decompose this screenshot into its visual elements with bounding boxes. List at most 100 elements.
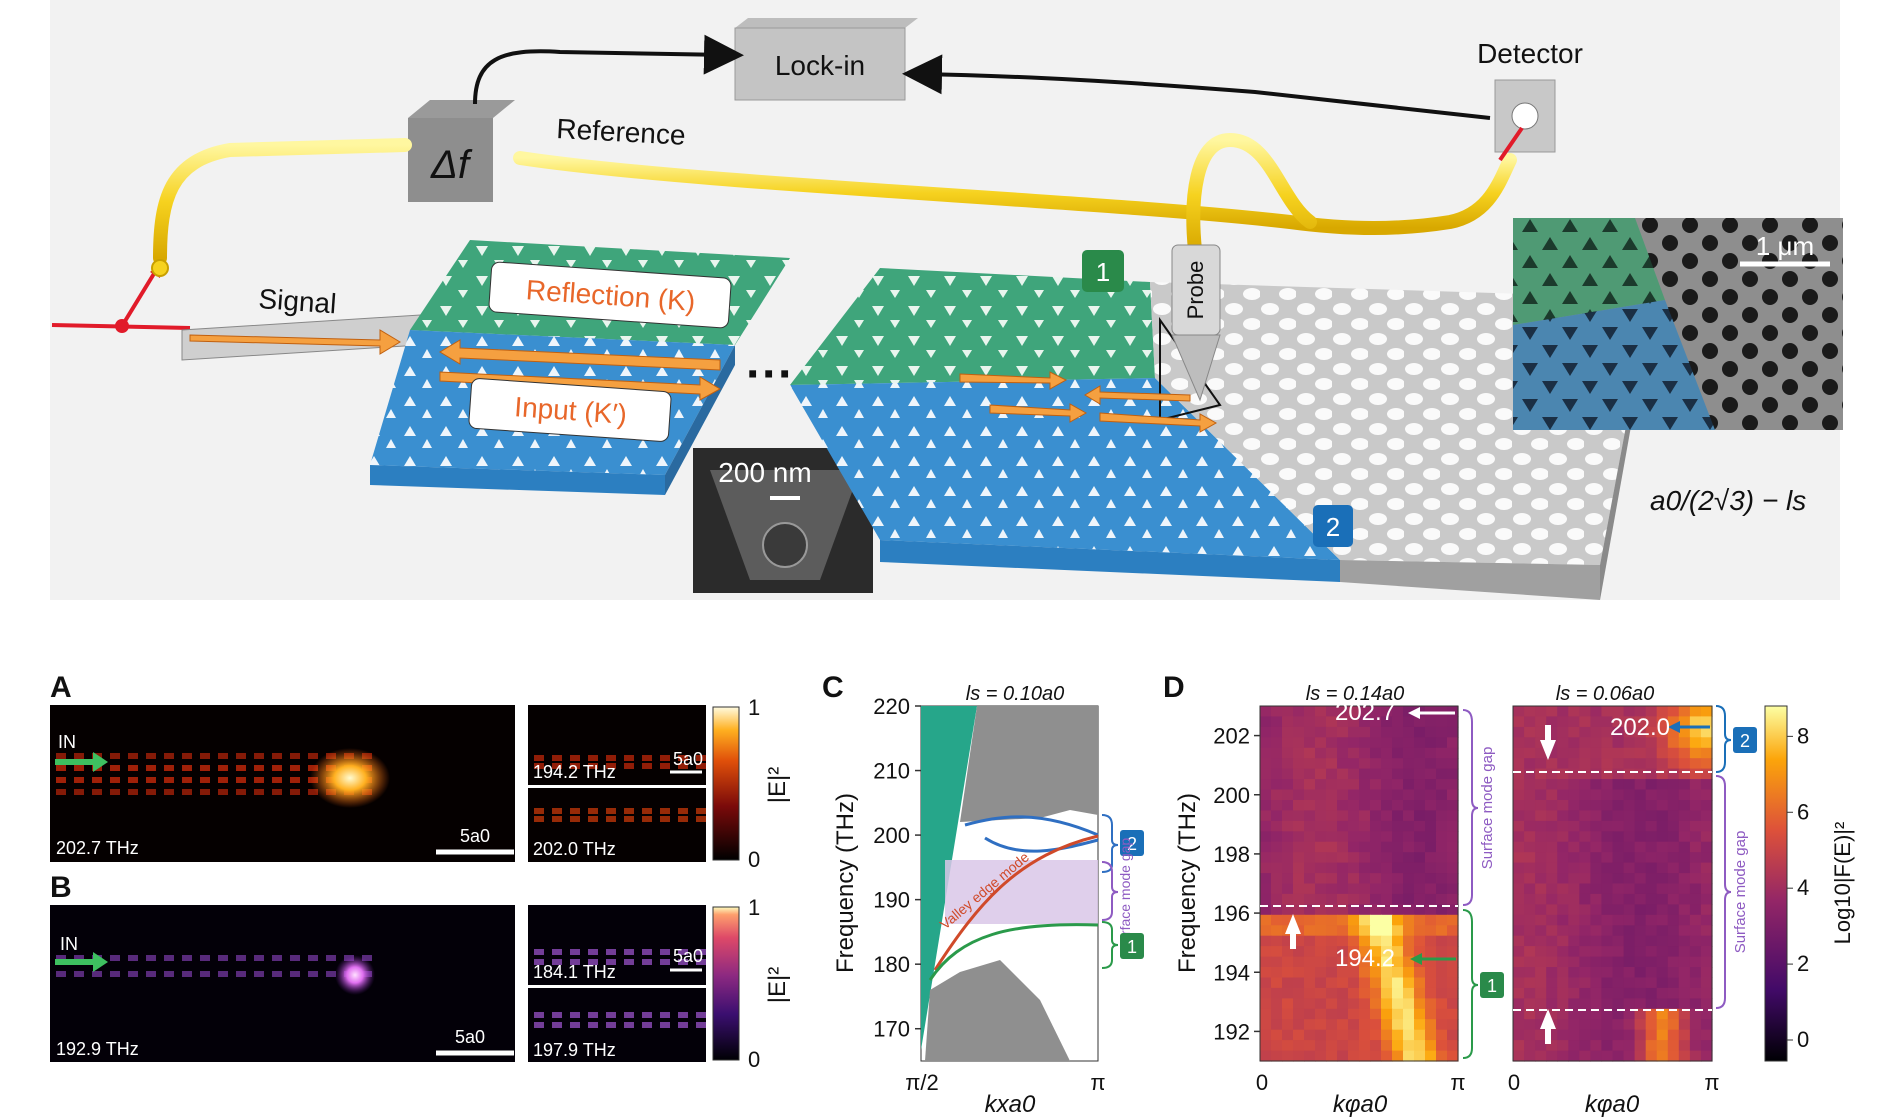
heatmap-cell bbox=[1304, 737, 1316, 749]
heatmap-cell bbox=[1678, 779, 1691, 791]
heatmap-cell bbox=[1403, 1008, 1415, 1020]
field-speckle bbox=[290, 955, 300, 961]
heatmap-cell bbox=[1425, 800, 1437, 811]
heatmap-cell bbox=[1414, 977, 1426, 989]
heatmap-cell bbox=[1282, 914, 1294, 926]
heatmap-cell bbox=[1271, 873, 1283, 885]
heatmap-cell bbox=[1403, 893, 1415, 905]
heatmap-cell bbox=[1689, 1019, 1702, 1031]
heatmap-cell bbox=[1557, 758, 1569, 770]
heatmap-cell bbox=[1667, 789, 1680, 801]
panel-d: D ls = 0.14a0 ls = 0.06a0 202.7 194.2 20… bbox=[1163, 671, 1855, 1118]
heatmap-cell bbox=[1315, 726, 1327, 738]
heatmap-cell bbox=[1359, 893, 1371, 905]
heatmap-cell bbox=[1260, 873, 1272, 885]
heatmap-cell bbox=[1370, 1019, 1382, 1031]
heatmap-cell bbox=[1271, 820, 1283, 832]
heatmap-cell bbox=[1282, 1019, 1294, 1031]
heatmap-cell bbox=[1601, 852, 1614, 864]
heatmap-cell bbox=[1601, 1029, 1614, 1041]
heatmap-cell bbox=[1436, 914, 1448, 926]
field-speckle bbox=[642, 816, 652, 822]
field-speckle bbox=[678, 1012, 688, 1018]
heatmap-cell bbox=[1447, 977, 1459, 989]
heatmap-cell bbox=[1590, 987, 1603, 999]
heatmap-cell bbox=[1271, 716, 1283, 728]
heatmap-cell bbox=[1337, 873, 1349, 885]
heatmap-cell bbox=[1513, 967, 1525, 978]
heatmap-cell bbox=[1513, 1050, 1525, 1062]
d-val-mid-left: 194.2 bbox=[1335, 945, 1395, 972]
heatmap-cell bbox=[1678, 1008, 1691, 1020]
heatmap-cell bbox=[1293, 1019, 1305, 1031]
heatmap-cell bbox=[1425, 779, 1437, 791]
heatmap-cell bbox=[1403, 956, 1415, 968]
heatmap-cell bbox=[1656, 768, 1669, 780]
heatmap-cell bbox=[1436, 726, 1448, 738]
field-speckle bbox=[200, 765, 210, 771]
heatmap-cell bbox=[1315, 925, 1327, 937]
heatmap-cell bbox=[1689, 779, 1702, 791]
field-speckle bbox=[660, 808, 670, 814]
heatmap-cell bbox=[1348, 998, 1360, 1010]
heatmap-cell bbox=[1568, 873, 1580, 885]
field-speckle bbox=[164, 971, 174, 977]
heatmap-cell bbox=[1557, 789, 1569, 801]
heatmap-cell bbox=[1513, 998, 1525, 1010]
heatmap-cell bbox=[1656, 873, 1669, 885]
field-speckle bbox=[570, 816, 580, 822]
heatmap-cell bbox=[1656, 726, 1669, 738]
heatmap-cell bbox=[1337, 779, 1349, 791]
heatmap-cell bbox=[1623, 1029, 1636, 1041]
panel-c-ylabel: Frequency (THz) bbox=[832, 793, 859, 973]
heatmap-cell bbox=[1678, 998, 1691, 1010]
heatmap-cell bbox=[1425, 1029, 1437, 1041]
heatmap-cell bbox=[1656, 706, 1669, 717]
heatmap-cell bbox=[1590, 977, 1603, 989]
d-left-gap-label: Surface mode gap bbox=[1479, 747, 1496, 870]
heatmap-cell bbox=[1381, 779, 1393, 791]
heatmap-cell bbox=[1601, 726, 1614, 738]
heatmap-cell bbox=[1403, 935, 1415, 947]
heatmap-cell bbox=[1590, 800, 1603, 811]
heatmap-cell bbox=[1700, 747, 1713, 759]
heatmap-cell bbox=[1623, 1040, 1636, 1052]
heatmap-cell bbox=[1392, 925, 1404, 937]
reflection-label-box: Reflection (K) bbox=[488, 261, 732, 329]
heatmap-cell bbox=[1381, 967, 1393, 978]
heatmap-cell bbox=[1700, 758, 1713, 770]
heatmap-cell bbox=[1645, 956, 1658, 968]
heatmap-cell bbox=[1513, 1019, 1525, 1031]
heatmap-cell bbox=[1392, 747, 1404, 759]
band-green bbox=[928, 923, 1099, 981]
field-speckle bbox=[534, 816, 544, 822]
heatmap-cell bbox=[1282, 1050, 1294, 1062]
field-speckle bbox=[200, 753, 210, 759]
panel-c-gap-label: Surface mode gap bbox=[1117, 838, 1133, 953]
heatmap-cell bbox=[1678, 873, 1691, 885]
heatmap-cell bbox=[1645, 716, 1658, 728]
heatmap-cell bbox=[1634, 852, 1647, 864]
field-speckle bbox=[74, 955, 84, 961]
heatmap-cell bbox=[1370, 789, 1382, 801]
heatmap-cell bbox=[1535, 883, 1547, 895]
heatmap-cell bbox=[1326, 1050, 1338, 1062]
panel-b-freq-bottom: 197.9 THz bbox=[533, 1040, 616, 1060]
heatmap-cell bbox=[1282, 820, 1294, 832]
heatmap-cell bbox=[1425, 726, 1437, 738]
heatmap-cell bbox=[1557, 810, 1569, 822]
heatmap-cell bbox=[1447, 789, 1459, 801]
heatmap-cell bbox=[1348, 758, 1360, 770]
heatmap-cell bbox=[1392, 956, 1404, 968]
heatmap-cell bbox=[1524, 977, 1536, 989]
heatmap-cell bbox=[1645, 873, 1658, 885]
heatmap-cell bbox=[1359, 914, 1371, 926]
field-speckle bbox=[56, 955, 66, 961]
heatmap-cell bbox=[1546, 935, 1558, 947]
heatmap-cell bbox=[1337, 820, 1349, 832]
heatmap-cell bbox=[1304, 998, 1316, 1010]
heatmap-cell bbox=[1601, 841, 1614, 853]
heatmap-cell bbox=[1634, 967, 1647, 978]
heatmap-cell bbox=[1381, 914, 1393, 926]
heatmap-cell bbox=[1260, 862, 1272, 874]
